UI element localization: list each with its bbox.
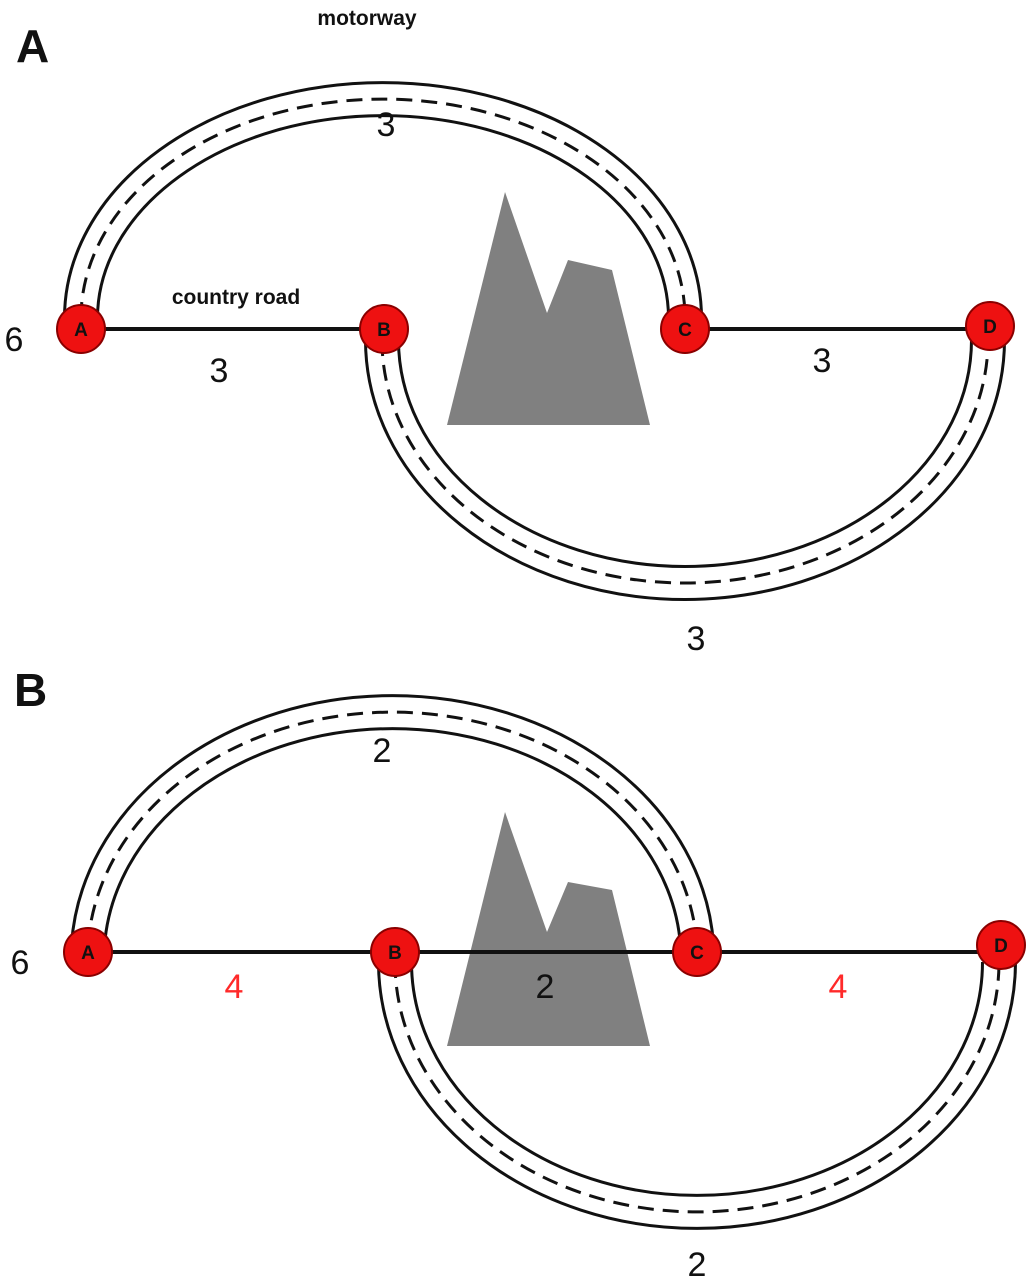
panel-b-node-d: D (976, 920, 1026, 970)
panel-b-node-a-label: A (81, 943, 95, 964)
panel-b-node-c-label: C (690, 943, 704, 964)
panel-a-node-a: A (56, 304, 106, 354)
panel-a-motorway-ac (63, 81, 703, 319)
panel-a-country-road-label: country road (172, 286, 300, 309)
panel-a-motorway-bd-value: 3 (687, 620, 706, 658)
panel-b-node-b-label: B (388, 943, 402, 964)
panel-a-motorway-bd (364, 339, 1006, 601)
panel-a-node-a-label: A (74, 320, 88, 341)
panel-b-node-d-label: D (994, 936, 1008, 957)
panel-a-country-cd-value: 3 (813, 342, 832, 380)
panel-b-node-c: C (672, 927, 722, 977)
panel-b-node-a: A (63, 927, 113, 977)
panel-b-motorway-bd (377, 961, 1017, 1230)
panel-b: B 2 2 4 2 4 6 A B (11, 664, 1026, 1280)
panel-a-node-d-label: D (983, 317, 997, 338)
panel-a: A motorway country road 3 3 3 3 6 A (5, 7, 1015, 658)
panel-a-node-b: B (359, 304, 409, 354)
panel-b-country-ab-value: 4 (225, 968, 244, 1006)
panel-a-node-c: C (660, 304, 710, 354)
panel-a-node-c-label: C (678, 320, 692, 341)
panel-a-origin-demand: 6 (5, 321, 24, 359)
panel-b-motorway-ac (70, 694, 715, 947)
panel-a-motorway-ac-value: 3 (377, 106, 396, 144)
panel-b-country-cd-value: 4 (829, 968, 848, 1006)
panel-b-motorway-ac-value: 2 (373, 732, 392, 770)
panel-a-country-ab-value: 3 (210, 352, 229, 390)
panel-b-origin-demand: 6 (11, 944, 30, 982)
panel-a-node-d: D (965, 301, 1015, 351)
panel-b-motorway-bd-value: 2 (688, 1246, 707, 1280)
panel-b-letter: B (14, 664, 47, 716)
panel-b-node-b: B (370, 927, 420, 977)
panel-a-mountain (447, 192, 650, 425)
panel-a-node-b-label: B (377, 320, 391, 341)
panel-a-motorway-label: motorway (317, 7, 417, 30)
panel-b-mountain (447, 812, 650, 1046)
panel-b-country-bc-value: 2 (536, 968, 555, 1006)
panel-a-letter: A (16, 20, 49, 72)
